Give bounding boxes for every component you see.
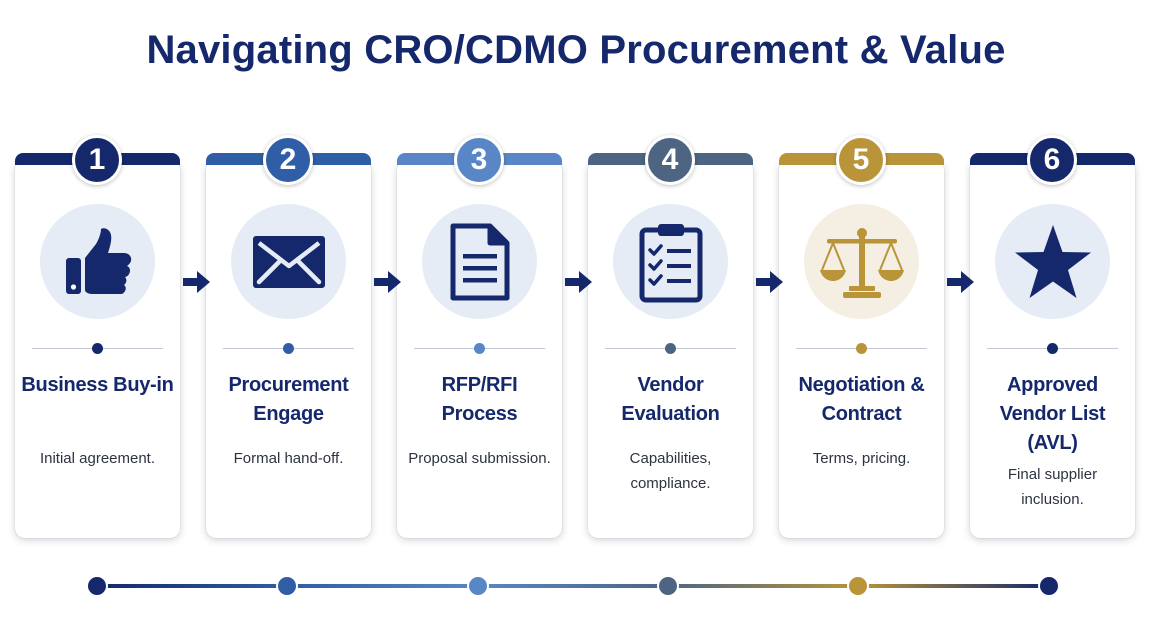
- thumbs-up-icon: [65, 227, 131, 294]
- timeline-node-2: [276, 575, 298, 597]
- step-description: Initial agreement.: [39, 450, 156, 467]
- page-title: Navigating CRO/CDMO Procurement & Value: [146, 28, 1006, 72]
- step-title: Procurement Engage: [228, 374, 349, 425]
- timeline-node-1: [86, 575, 108, 597]
- step-card-4: 4 Vendor Evaluation Capabilities, compli…: [588, 135, 753, 538]
- icon-circle: [995, 204, 1110, 319]
- divider-dot: [665, 343, 676, 354]
- step-number-badge: 2: [263, 135, 313, 185]
- step-title: Vendor Evaluation: [621, 374, 720, 425]
- step-card-6: 6 Approved Vendor List (AVL) Final suppl…: [970, 135, 1135, 538]
- timeline-node-4: [657, 575, 679, 597]
- step-title: Negotiation & Contract: [798, 374, 925, 425]
- divider-dot: [283, 343, 294, 354]
- step-number-badge: 6: [1027, 135, 1077, 185]
- arrow-right-icon: [374, 271, 401, 293]
- icon-circle: [40, 204, 155, 319]
- timeline-node-6: [1038, 575, 1060, 597]
- step-card-1: 1 Business Buy-in Initial agreement.: [15, 135, 180, 538]
- timeline-node-3: [467, 575, 489, 597]
- step-title: Business Buy-in: [21, 374, 174, 396]
- star-icon: [1014, 224, 1091, 298]
- divider-dot: [474, 343, 485, 354]
- timeline-line: [97, 584, 1049, 588]
- step-card-5: 5 Negotiation & Contract Terms, pricing.: [779, 135, 944, 538]
- icon-circle: [613, 204, 728, 319]
- checklist-icon: [639, 223, 702, 302]
- step-description: Formal hand-off.: [233, 450, 344, 467]
- document-icon: [450, 223, 509, 300]
- timeline-node-5: [847, 575, 869, 597]
- progress-timeline: [86, 575, 1060, 597]
- arrow-right-icon: [565, 271, 592, 293]
- step-title: Approved Vendor List (AVL): [999, 374, 1106, 454]
- step-description: Capabilities, compliance.: [629, 450, 712, 492]
- envelope-icon: [252, 235, 325, 288]
- scales-icon: [819, 227, 904, 298]
- divider-dot: [92, 343, 103, 354]
- icon-circle: [231, 204, 346, 319]
- step-description: Final supplier inclusion.: [1007, 466, 1098, 508]
- divider-dot: [856, 343, 867, 354]
- step-title: RFP/RFI Process: [441, 374, 518, 425]
- step-card-3: 3 RFP/RFI Process Proposal submission.: [397, 135, 562, 538]
- step-number-badge: 1: [72, 135, 122, 185]
- icon-circle: [804, 204, 919, 319]
- arrow-right-icon: [756, 271, 783, 293]
- arrow-right-icon: [947, 271, 974, 293]
- icon-circle: [422, 204, 537, 319]
- arrow-right-icon: [183, 271, 210, 293]
- step-number-badge: 5: [836, 135, 886, 185]
- step-number-badge: 3: [454, 135, 504, 185]
- step-description: Proposal submission.: [408, 450, 551, 467]
- step-number-badge: 4: [645, 135, 695, 185]
- step-description: Terms, pricing.: [812, 450, 911, 467]
- step-card-2: 2 Procurement Engage Formal hand-off.: [206, 135, 371, 538]
- divider-dot: [1047, 343, 1058, 354]
